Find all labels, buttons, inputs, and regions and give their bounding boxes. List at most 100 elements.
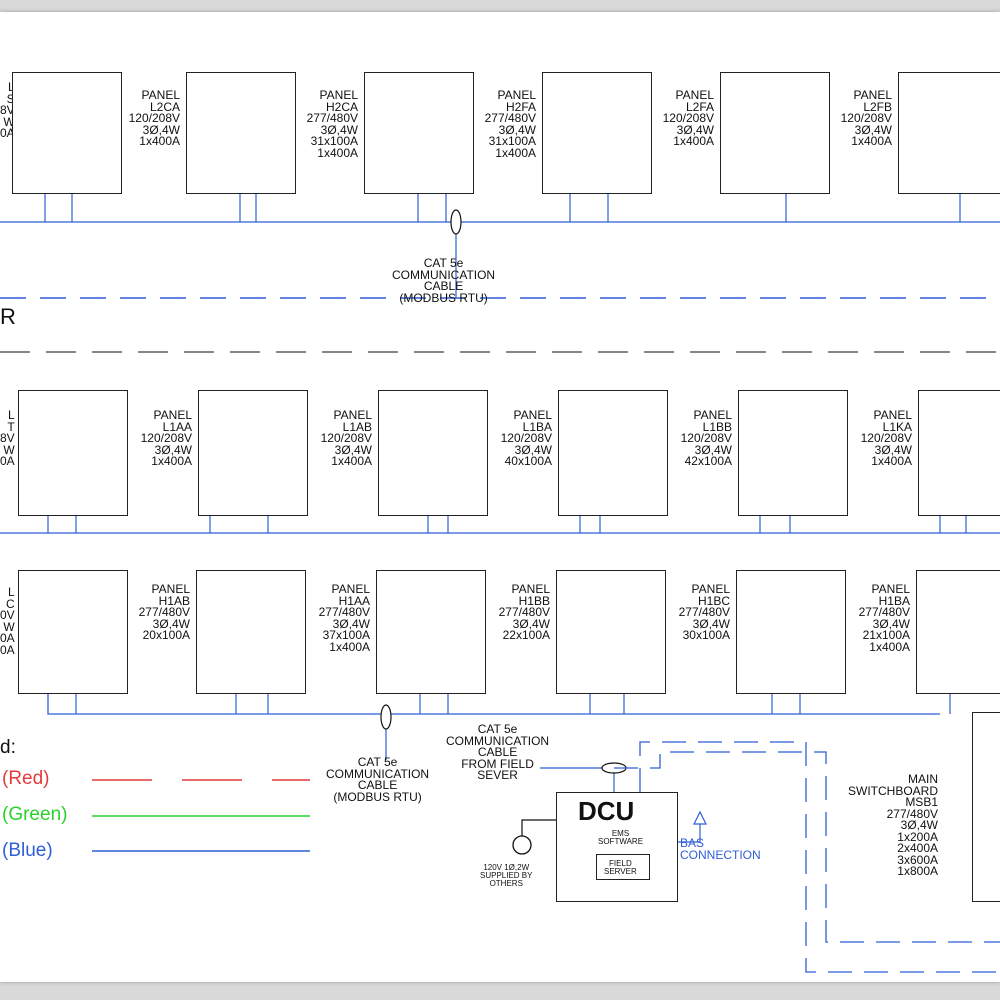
label-line: (MODBUS RTU) <box>399 290 488 305</box>
label-line: CABLE <box>423 279 464 293</box>
label-line: T <box>7 419 15 434</box>
label-line: (MODBUS RTU) <box>333 789 422 804</box>
panel-enclosure <box>378 390 488 516</box>
label-line: CAT 5e <box>423 256 464 270</box>
panel-rating: 3Ø,4W <box>694 442 732 457</box>
label-line: 3Ø,4W <box>900 818 938 832</box>
label-line: CAT 5e <box>357 755 398 769</box>
label-line: W <box>3 442 15 457</box>
panel-rating: 277/480V <box>306 111 358 125</box>
panel-rating: 1x400A <box>139 134 180 148</box>
label-line: SWITCHBOARD <box>848 783 938 798</box>
label-line: 2x400A <box>897 841 938 855</box>
main-switchboard-box <box>972 712 1000 902</box>
panel-rating: 1x400A <box>851 134 892 148</box>
label-line: 0A <box>0 631 15 645</box>
dcu-title: DCU <box>578 796 635 826</box>
legend-title: d: <box>0 737 16 758</box>
panel-rating: 31x100A <box>310 134 358 148</box>
panel-prefix: PANEL <box>153 408 192 422</box>
label-line: 3x600A <box>897 852 938 867</box>
panel-rating: 120/208V <box>500 431 552 445</box>
label-line: 120V 1Ø,2W <box>483 863 530 872</box>
panel-prefix: PANEL <box>691 582 730 596</box>
left-partial-label-top: LS8VW0A <box>0 81 15 140</box>
panel-prefix: PANEL <box>675 88 714 102</box>
label-line: S <box>6 91 15 106</box>
label-line: FIELD <box>609 859 632 868</box>
panel-rating: 120/208V <box>140 431 192 445</box>
panel-enclosure <box>736 570 846 694</box>
panel-id: H1AA <box>338 593 370 608</box>
label-line: L <box>0 81 15 94</box>
label-line: L <box>8 585 15 599</box>
panel-enclosure <box>542 72 652 194</box>
panel-rating: 3Ø,4W <box>142 122 180 137</box>
label-line: 0A <box>0 126 15 140</box>
power-wire <box>521 819 556 836</box>
panel-rating: 1x400A <box>331 454 372 468</box>
cable-marker <box>450 209 462 235</box>
panel-id: H2FA <box>505 99 536 114</box>
panel-rating: 31x100A <box>488 134 536 148</box>
panel-rating: 3Ø,4W <box>154 442 192 457</box>
panel-enclosure <box>364 72 474 194</box>
panel-rating: 277/480V <box>858 605 910 619</box>
panel-id: L1BA <box>522 419 552 434</box>
panel-id: H2CA <box>325 99 358 114</box>
label-line: CAT 5e <box>477 722 518 736</box>
section-letter: R <box>0 304 16 329</box>
label-line: W <box>3 619 15 634</box>
dcu-box <box>556 792 678 902</box>
panel-rating: 40x100A <box>504 454 552 468</box>
panel-prefix: PANEL <box>319 88 358 102</box>
panel-rating: 120/208V <box>860 431 912 445</box>
panel-enclosure <box>720 72 830 194</box>
panel-rating: 3Ø,4W <box>334 442 372 457</box>
legend-blue-label: (Blue) <box>2 840 53 861</box>
panel-id: L1KA <box>882 419 912 434</box>
panel-rating: 277/480V <box>678 605 730 619</box>
label-line: 1x200A <box>897 829 938 844</box>
panel-enclosure <box>18 390 128 516</box>
panel-enclosure <box>898 72 1000 194</box>
label-line: CONNECTION <box>680 847 761 862</box>
label-line: COMMUNICATION <box>326 766 430 781</box>
panel-rating: 1x400A <box>151 454 192 468</box>
panel-rating: 42x100A <box>684 454 732 468</box>
panel-id: L2FB <box>863 99 892 114</box>
panel-prefix: PANEL <box>873 408 912 422</box>
legend-green-label: (Green) <box>2 804 68 825</box>
label-line: MSB1 <box>905 795 938 809</box>
panel-prefix: PANEL <box>141 88 180 102</box>
label-line: BAS <box>680 836 705 850</box>
label-line: FROM FIELD <box>461 756 534 771</box>
label-line: C <box>6 596 15 611</box>
panel-rating: 120/208V <box>680 431 732 445</box>
label-line: CABLE <box>357 778 398 792</box>
panel-rating: 3Ø,4W <box>874 442 912 457</box>
panel-id: H1BC <box>697 593 730 608</box>
panel-rating: 1x400A <box>317 145 358 160</box>
label-line: SEVER <box>477 768 518 782</box>
panel-rating: 120/208V <box>320 431 372 445</box>
panel-rating: 3Ø,4W <box>514 442 552 457</box>
label-line: CABLE <box>477 745 518 759</box>
label-line: 277/480V <box>886 806 938 821</box>
label-line: 0A <box>0 454 15 468</box>
label-line: EMS <box>611 829 630 838</box>
panel-prefix: PANEL <box>333 408 372 422</box>
